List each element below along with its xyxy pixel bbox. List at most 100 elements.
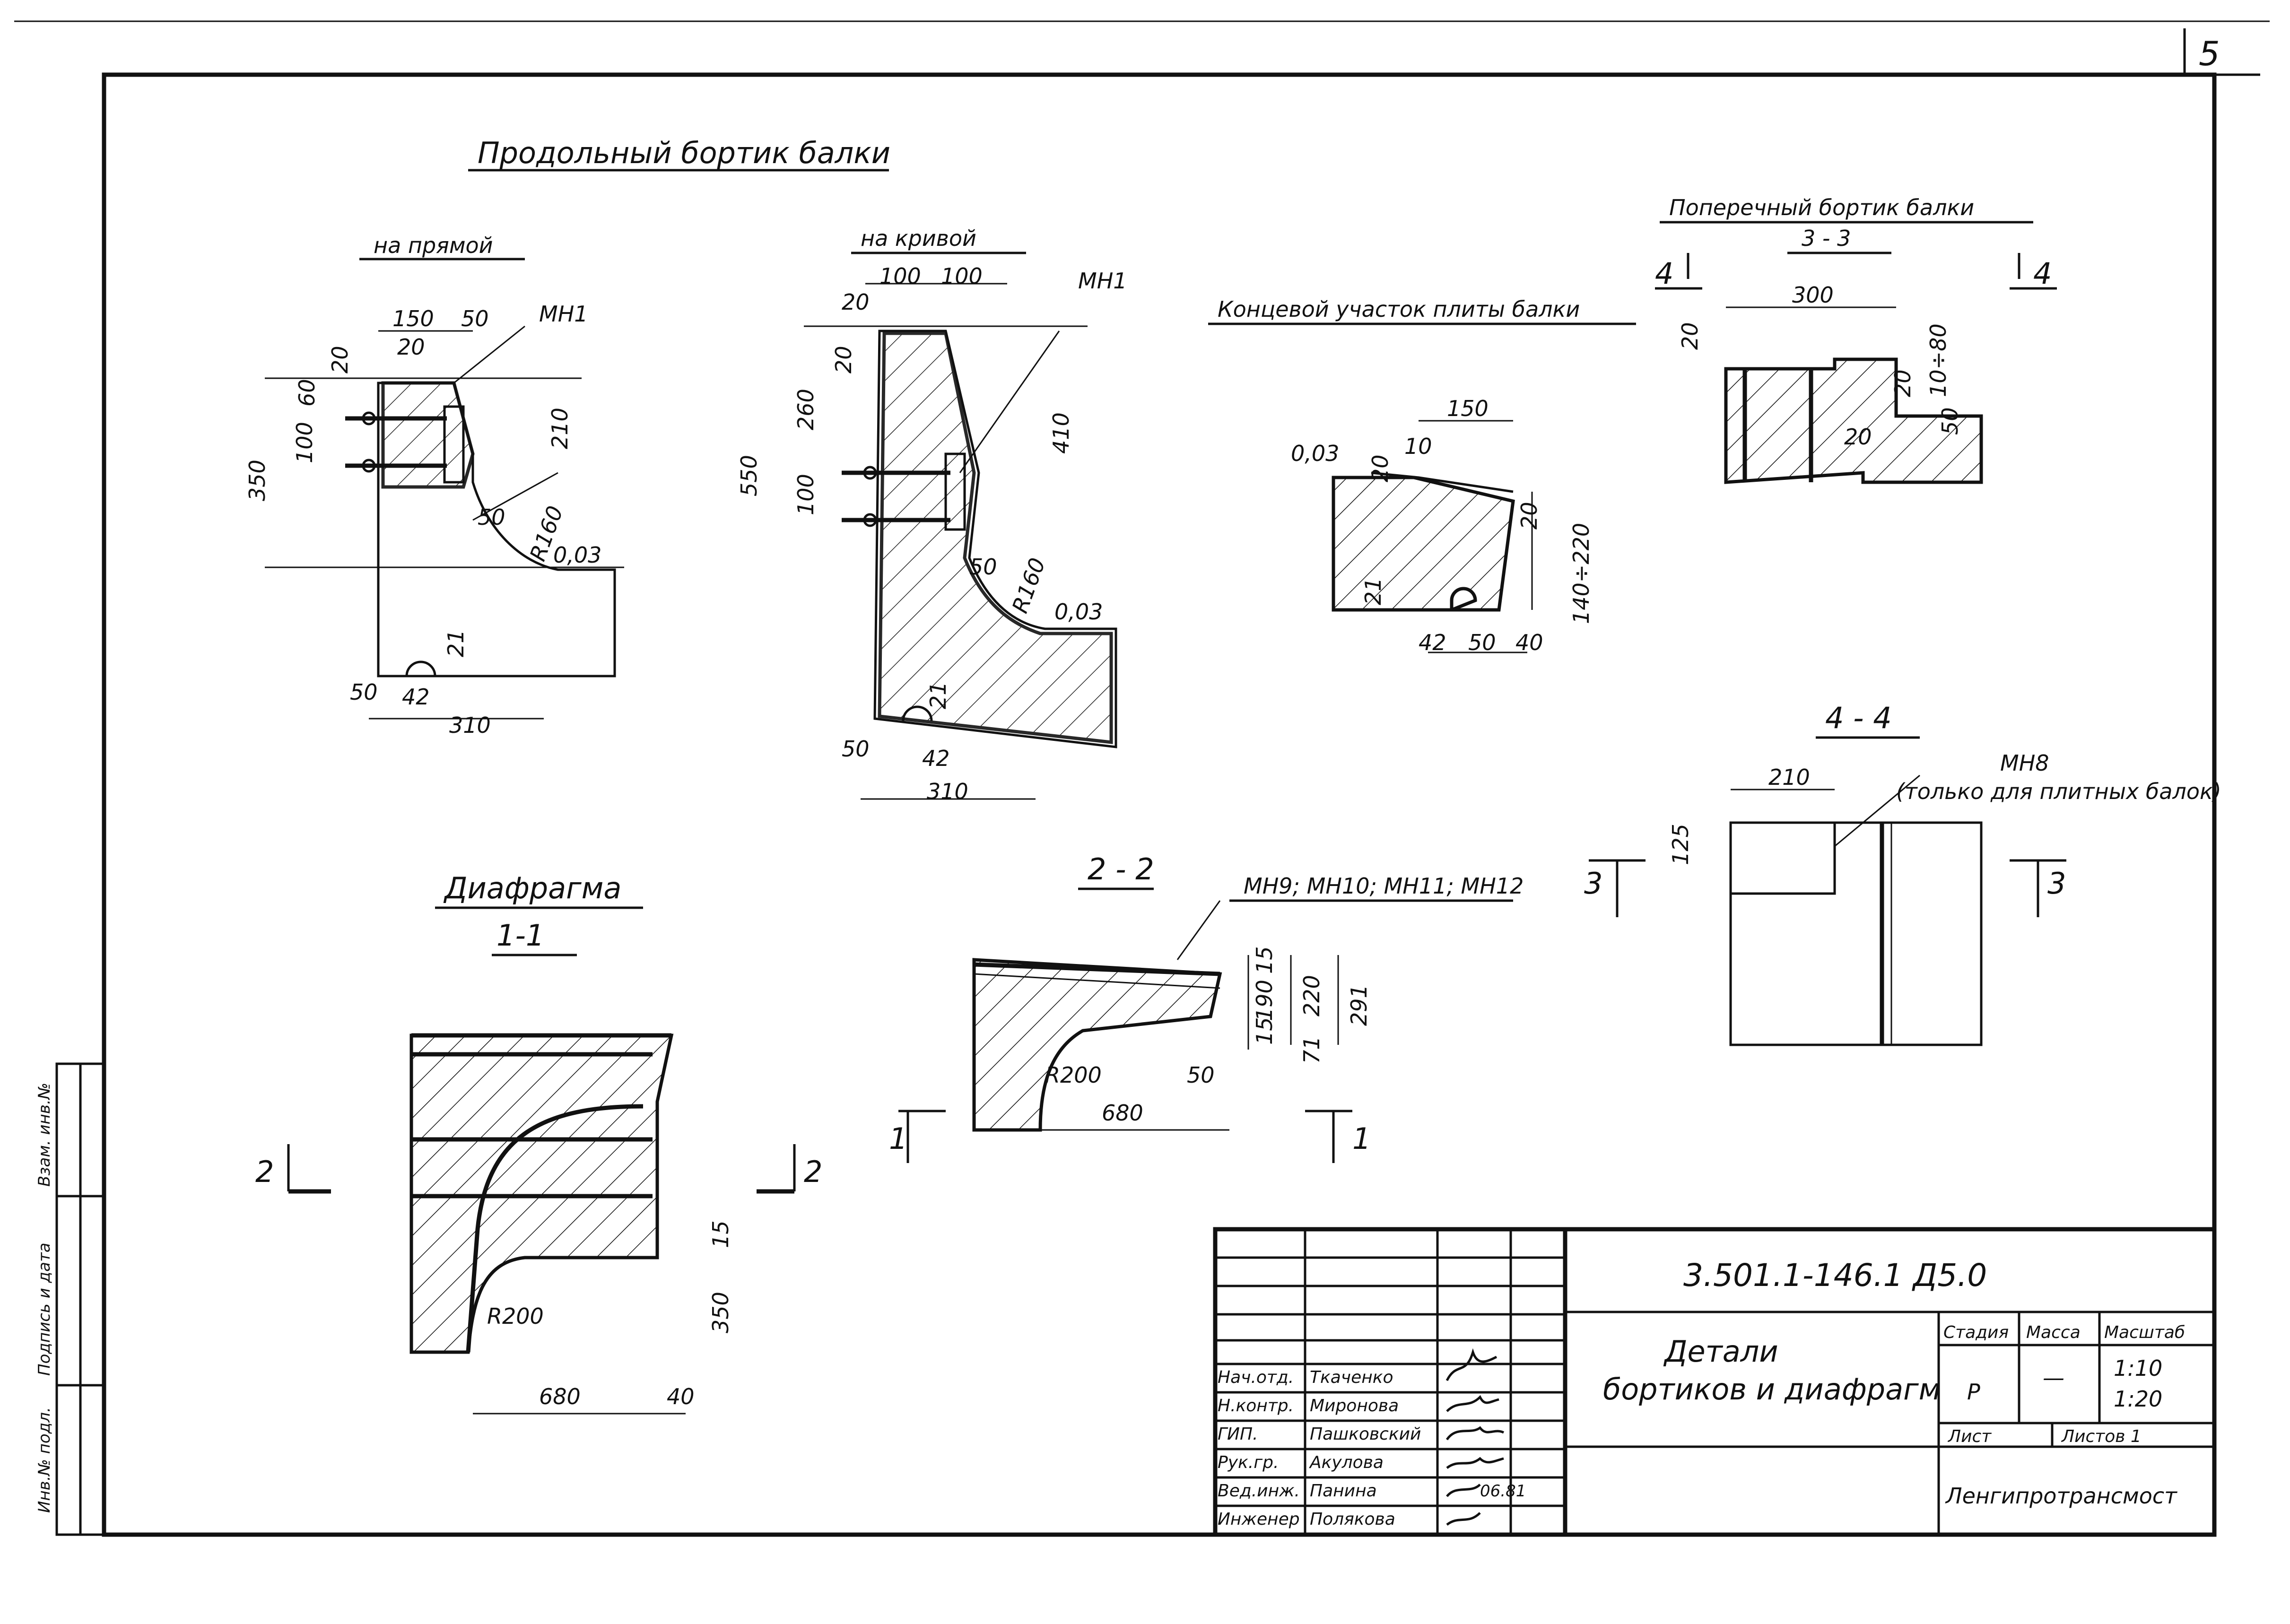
cut-mark-4-left: 4 <box>1655 256 1673 291</box>
svg-text:20: 20 <box>397 334 425 360</box>
drawing-title-line1: Детали <box>1663 1334 1778 1369</box>
transverse-section: 3 - 3 <box>1802 226 1851 251</box>
section-22-drawing: 2 - 2 МН9; МН10; МН11; МН12 15 190 220 2… <box>889 852 1524 1163</box>
cut-mark-2-right: 2 <box>804 1155 822 1189</box>
svg-text:291: 291 <box>1346 984 1372 1026</box>
sheet-frame <box>14 20 2270 1537</box>
staff-role-2: ГИП. <box>1218 1424 1258 1444</box>
svg-text:210: 210 <box>547 408 573 449</box>
svg-text:20: 20 <box>327 346 353 373</box>
diaphragm-section: 1-1 <box>496 918 544 953</box>
svg-text:220: 220 <box>1299 975 1324 1016</box>
svg-text:15: 15 <box>1252 946 1277 974</box>
svg-text:100: 100 <box>292 422 317 463</box>
svg-text:100: 100 <box>941 263 983 289</box>
straight-curb-drawing: на прямой 150 50 МН1 20 20 60 100 350 21… <box>244 233 624 738</box>
section-44-drawing: 4 - 4 210 125 МН8 (только для плитных ба… <box>1584 701 2221 1046</box>
cut-mark-4-right: 4 <box>2033 256 2052 291</box>
drawing-title-line2: бортиков и диафрагм <box>1603 1372 1941 1407</box>
svg-text:260: 260 <box>793 389 818 430</box>
svg-text:350: 350 <box>244 460 270 501</box>
cut-mark-1-right: 1 <box>1352 1121 1371 1156</box>
svg-text:40: 40 <box>667 1384 695 1409</box>
svg-text:50: 50 <box>1468 630 1496 655</box>
sign-date: 06.81 <box>1480 1482 1526 1501</box>
svg-text:50: 50 <box>969 554 997 580</box>
staff-name-4: Панина <box>1310 1481 1377 1501</box>
section-44-title: 4 - 4 <box>1825 701 1892 735</box>
svg-text:50: 50 <box>461 306 489 331</box>
svg-text:20: 20 <box>1516 502 1542 530</box>
svg-text:100: 100 <box>879 263 921 289</box>
transverse-title: Поперечный бортик балки <box>1669 195 1974 220</box>
title-block <box>1213 1227 2217 1537</box>
svg-text:0,03: 0,03 <box>1291 441 1339 466</box>
section-22-marks: МН9; МН10; МН11; МН12 <box>1244 873 1524 899</box>
signatures <box>1445 1348 1505 1526</box>
staff-name-3: Акулова <box>1309 1453 1384 1472</box>
svg-text:10÷80: 10÷80 <box>1925 323 1951 397</box>
side-stamp <box>55 1062 105 1536</box>
svg-text:410: 410 <box>1048 412 1074 454</box>
svg-text:71: 71 <box>1299 1036 1324 1064</box>
end-section-drawing: Концевой участок плиты балки 150 10 0,03… <box>1208 296 1636 655</box>
svg-text:100: 100 <box>793 474 818 515</box>
mass-value: — <box>2043 1365 2064 1390</box>
svg-text:310: 310 <box>449 712 491 738</box>
svg-text:50: 50 <box>478 504 505 530</box>
curve-mark: МН1 <box>1078 268 1127 294</box>
svg-text:20: 20 <box>1367 454 1393 482</box>
svg-text:310: 310 <box>927 779 968 804</box>
cut-mark-1-left: 1 <box>889 1121 907 1156</box>
stamp-replace-label: Взам. инв.№ <box>35 1083 54 1187</box>
svg-text:21: 21 <box>1360 577 1386 605</box>
section-22-radius: R200 <box>1045 1062 1102 1088</box>
drawing-code: 3.501.1-146.1 Д5.0 <box>1683 1257 1987 1294</box>
svg-text:680: 680 <box>539 1384 581 1409</box>
stage-value: Р <box>1967 1379 1980 1405</box>
svg-text:40: 40 <box>1515 630 1543 655</box>
sheet-label: Лист <box>1947 1427 1992 1446</box>
longitudinal-title: Продольный бортик балки <box>478 136 890 170</box>
staff-name-5: Полякова <box>1310 1510 1395 1529</box>
section-44-mark: МН8 <box>2000 750 2049 776</box>
section-44-note: (только для плитных балок) <box>1896 779 2221 804</box>
curve-curb-drawing: на кривой 100 100 МН1 20 20 260 550 100 … <box>736 226 1127 804</box>
svg-text:190: 190 <box>1252 980 1277 1021</box>
svg-text:680: 680 <box>1102 1100 1143 1126</box>
svg-text:15: 15 <box>1252 1017 1277 1045</box>
svg-text:20: 20 <box>842 289 870 315</box>
scale-header: Масштаб <box>2104 1323 2185 1342</box>
svg-text:21: 21 <box>925 681 951 709</box>
svg-text:50: 50 <box>1937 407 1963 435</box>
svg-text:60: 60 <box>294 379 320 407</box>
stage-header: Стадия <box>1943 1323 2009 1342</box>
mass-header: Масса <box>2026 1323 2081 1342</box>
svg-text:42: 42 <box>402 684 430 710</box>
transverse-curb-drawing: Поперечный бортик балки 3 - 3 4 4 300 20… <box>1655 195 2057 484</box>
svg-text:550: 550 <box>736 455 762 496</box>
staff-role-1: Н.контр. <box>1218 1396 1294 1416</box>
svg-text:21: 21 <box>443 629 469 657</box>
staff-name-1: Миронова <box>1310 1396 1399 1416</box>
staff-role-4: Вед.инж. <box>1218 1481 1300 1501</box>
scale-value-2: 1:20 <box>2114 1386 2162 1412</box>
staff-role-5: Инженер <box>1218 1510 1300 1529</box>
diaphragm-radius: R200 <box>487 1303 544 1329</box>
scale-value-1: 1:10 <box>2114 1355 2162 1381</box>
svg-text:42: 42 <box>1419 630 1446 655</box>
svg-text:210: 210 <box>1768 764 1810 790</box>
staff-name-2: Пашковский <box>1310 1424 1421 1444</box>
svg-text:0,03: 0,03 <box>553 542 601 568</box>
svg-text:50: 50 <box>842 736 870 762</box>
svg-text:20: 20 <box>1890 369 1916 397</box>
svg-text:15: 15 <box>708 1220 733 1248</box>
svg-text:20: 20 <box>1677 322 1703 350</box>
section-22-title: 2 - 2 <box>1088 852 1154 886</box>
cut-mark-2-left: 2 <box>255 1155 274 1189</box>
svg-text:R160: R160 <box>1007 555 1051 617</box>
organization: Ленгипротрансмост <box>1945 1483 2177 1509</box>
svg-text:50: 50 <box>1187 1062 1215 1088</box>
end-section-title: Концевой участок плиты балки <box>1218 296 1580 322</box>
svg-text:50: 50 <box>350 679 378 705</box>
